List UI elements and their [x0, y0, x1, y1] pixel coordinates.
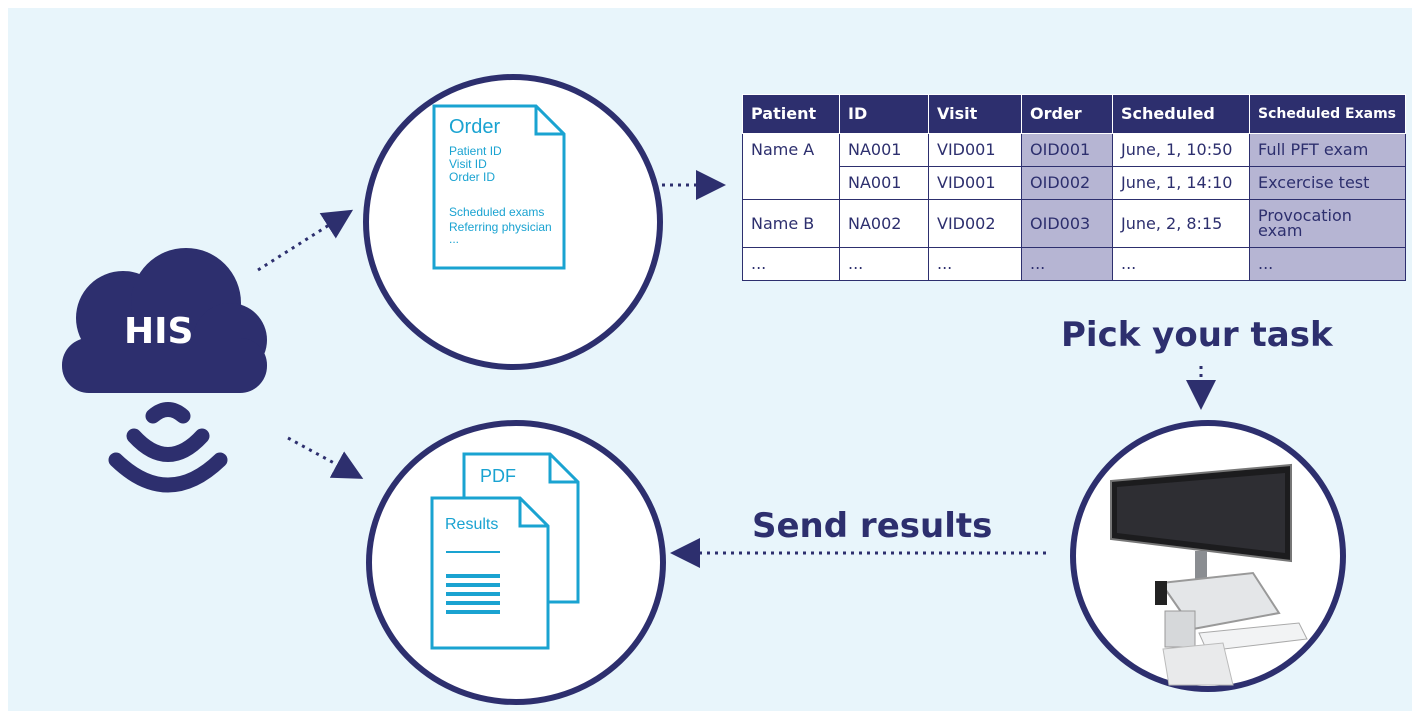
cell-exam: Provocation exam — [1249, 198, 1406, 248]
cell-order: ... — [1021, 246, 1113, 282]
cell-patient: ... — [742, 246, 840, 282]
cell-order: OID001 — [1021, 132, 1113, 167]
table-row: Name B NA002 VID002 OID003 June, 2, 8:15… — [742, 198, 1406, 248]
cell-id: ... — [839, 246, 929, 282]
table-row: Name A NA001 VID001 OID001 June, 1, 10:5… — [742, 132, 1406, 167]
send-results-label: Send results — [752, 506, 993, 546]
pdf-doc-title: PDF — [480, 466, 516, 486]
his-label: HIS — [124, 311, 194, 352]
pick-task-label: Pick your task — [1061, 315, 1333, 355]
table-row: NA001 VID001 OID002 June, 1, 14:10 Excer… — [742, 165, 1406, 200]
order-doc-field-2: Visit ID — [449, 157, 487, 171]
cell-id: NA001 — [839, 132, 929, 167]
cell-visit: VID001 — [928, 165, 1022, 200]
orders-table: Patient ID Visit Order Scheduled Schedul… — [742, 94, 1406, 282]
order-doc-title: Order — [449, 116, 501, 138]
order-doc-field-6: ... — [449, 232, 460, 246]
cell-id: NA002 — [839, 198, 929, 248]
his-cloud-icon — [62, 248, 267, 493]
col-header-scheduled: Scheduled — [1112, 94, 1250, 134]
cell-scheduled: ... — [1112, 246, 1250, 282]
order-doc-field-4: Scheduled exams — [449, 205, 545, 219]
connectors — [257, 170, 1216, 568]
arrow-his-to-order — [257, 209, 354, 272]
cell-order: OID003 — [1021, 198, 1113, 248]
spirometry-workstation-icon — [1110, 463, 1308, 686]
order-doc-field-1: Patient ID — [449, 144, 502, 158]
cell-exam: ... — [1249, 246, 1406, 282]
cell-patient — [742, 166, 840, 200]
cell-id: NA001 — [839, 165, 929, 200]
arrow-his-to-results — [287, 436, 364, 479]
cell-scheduled: June, 1, 14:10 — [1112, 165, 1250, 200]
cell-visit: VID002 — [928, 198, 1022, 248]
diagram-canvas: HIS Order Patient ID Visit ID Order ID S… — [8, 8, 1412, 711]
cell-patient: Name A — [742, 132, 840, 167]
cell-order: OID002 — [1021, 165, 1113, 200]
cell-scheduled: June, 2, 8:15 — [1112, 198, 1250, 248]
results-doc-title: Results — [445, 516, 499, 533]
cell-visit: VID001 — [928, 132, 1022, 167]
cell-scheduled: June, 1, 10:50 — [1112, 132, 1250, 167]
col-header-visit: Visit — [928, 94, 1022, 134]
results-document-icon — [430, 452, 580, 650]
col-header-scheduled-exams: Scheduled Exams — [1249, 94, 1406, 134]
order-doc-field-3: Order ID — [449, 170, 496, 184]
table-header-row: Patient ID Visit Order Scheduled Schedul… — [742, 94, 1406, 134]
col-header-patient: Patient — [742, 94, 840, 134]
col-header-order: Order — [1021, 94, 1113, 134]
table-row: ... ... ... ... ... ... — [742, 246, 1406, 282]
order-doc-field-5: Referring physician — [449, 220, 552, 234]
cell-patient: Name B — [742, 198, 840, 248]
cell-exam: Full PFT exam — [1249, 132, 1406, 167]
order-document-icon — [432, 104, 566, 270]
col-header-id: ID — [839, 94, 929, 134]
cell-exam: Excercise test — [1249, 165, 1406, 200]
cell-visit: ... — [928, 246, 1022, 282]
